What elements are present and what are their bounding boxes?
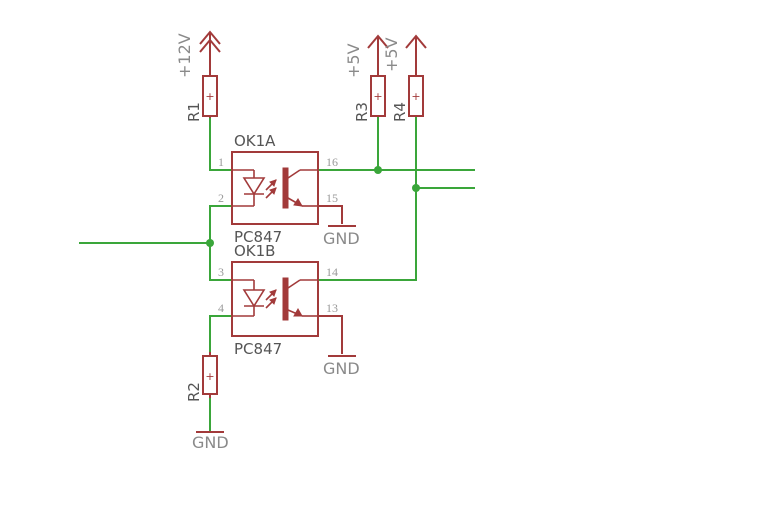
supply-label-12v: +12V: [175, 33, 194, 78]
ground-pin15: GND: [318, 205, 360, 248]
resistor-mark: +: [205, 90, 214, 103]
emitter-arrow-icon: [293, 198, 303, 207]
pin-number: 1: [218, 155, 224, 169]
junctions: [206, 166, 420, 247]
wire-pin4-to-r2: [209, 315, 233, 353]
supply-5v-r3: +5V: [344, 34, 389, 78]
resistor-body: [370, 75, 386, 117]
resistor-name-r1: R1: [185, 102, 203, 122]
supply-12v: +12V: [175, 30, 221, 78]
junction-r3: [374, 166, 382, 174]
pin-number: 14: [326, 265, 338, 279]
wire-r1-to-pin1: [209, 117, 233, 171]
optocoupler-name: OK1A: [234, 132, 276, 150]
phototransistor-base-icon: [282, 167, 289, 209]
resistor-name-r4: R4: [391, 102, 409, 122]
pin-number: 2: [218, 191, 224, 205]
ground-label: GND: [192, 433, 229, 452]
pin-number: 13: [326, 301, 338, 315]
supply-5v-r4: +5V: [382, 34, 427, 76]
pin-number: 15: [326, 191, 338, 205]
resistor-mark: +: [411, 90, 420, 103]
pin-number: 16: [326, 155, 338, 169]
resistor-mark: +: [373, 90, 382, 103]
led-icon: [242, 177, 266, 196]
pin-number: 4: [218, 301, 224, 315]
optocoupler-value: PC847: [234, 340, 282, 358]
ground-r2: GND: [192, 431, 229, 452]
resistor-name-r2: R2: [185, 382, 203, 402]
light-arrows-icon: [265, 179, 277, 199]
optocoupler-name: OK1B: [234, 242, 275, 260]
ground-label: GND: [323, 229, 360, 248]
optocoupler-body: [231, 151, 319, 225]
resistor-r1: + R1: [185, 75, 218, 122]
optocoupler-value: PC847: [234, 228, 282, 246]
ground-label: GND: [323, 359, 360, 378]
resistor-body: [408, 75, 424, 117]
resistor-r3: + R3: [353, 75, 386, 122]
led-icon: [242, 289, 266, 308]
junction-input: [206, 239, 214, 247]
supply-label-5v-r3: +5V: [344, 43, 363, 78]
resistor-mark: +: [205, 370, 214, 383]
pin-number: 3: [218, 265, 224, 279]
resistor-name-r3: R3: [353, 102, 371, 122]
junction-r4: [412, 184, 420, 192]
ground-pin13: GND: [318, 315, 360, 378]
optocoupler-ok1b: OK1B PC847 3 4 14 13: [218, 242, 338, 358]
resistor-r4: + R4: [391, 75, 424, 122]
optocoupler-ok1a: OK1A PC847 1 2 16 15: [218, 132, 338, 246]
supply-label-5v-r4: +5V: [382, 37, 401, 72]
light-arrows-icon: [265, 289, 277, 309]
wires: [79, 117, 475, 433]
resistor-r2: + R2: [185, 352, 218, 402]
emitter-arrow-icon: [293, 307, 303, 317]
phototransistor-base-icon: [282, 277, 289, 321]
optocoupler-body: [231, 261, 319, 337]
